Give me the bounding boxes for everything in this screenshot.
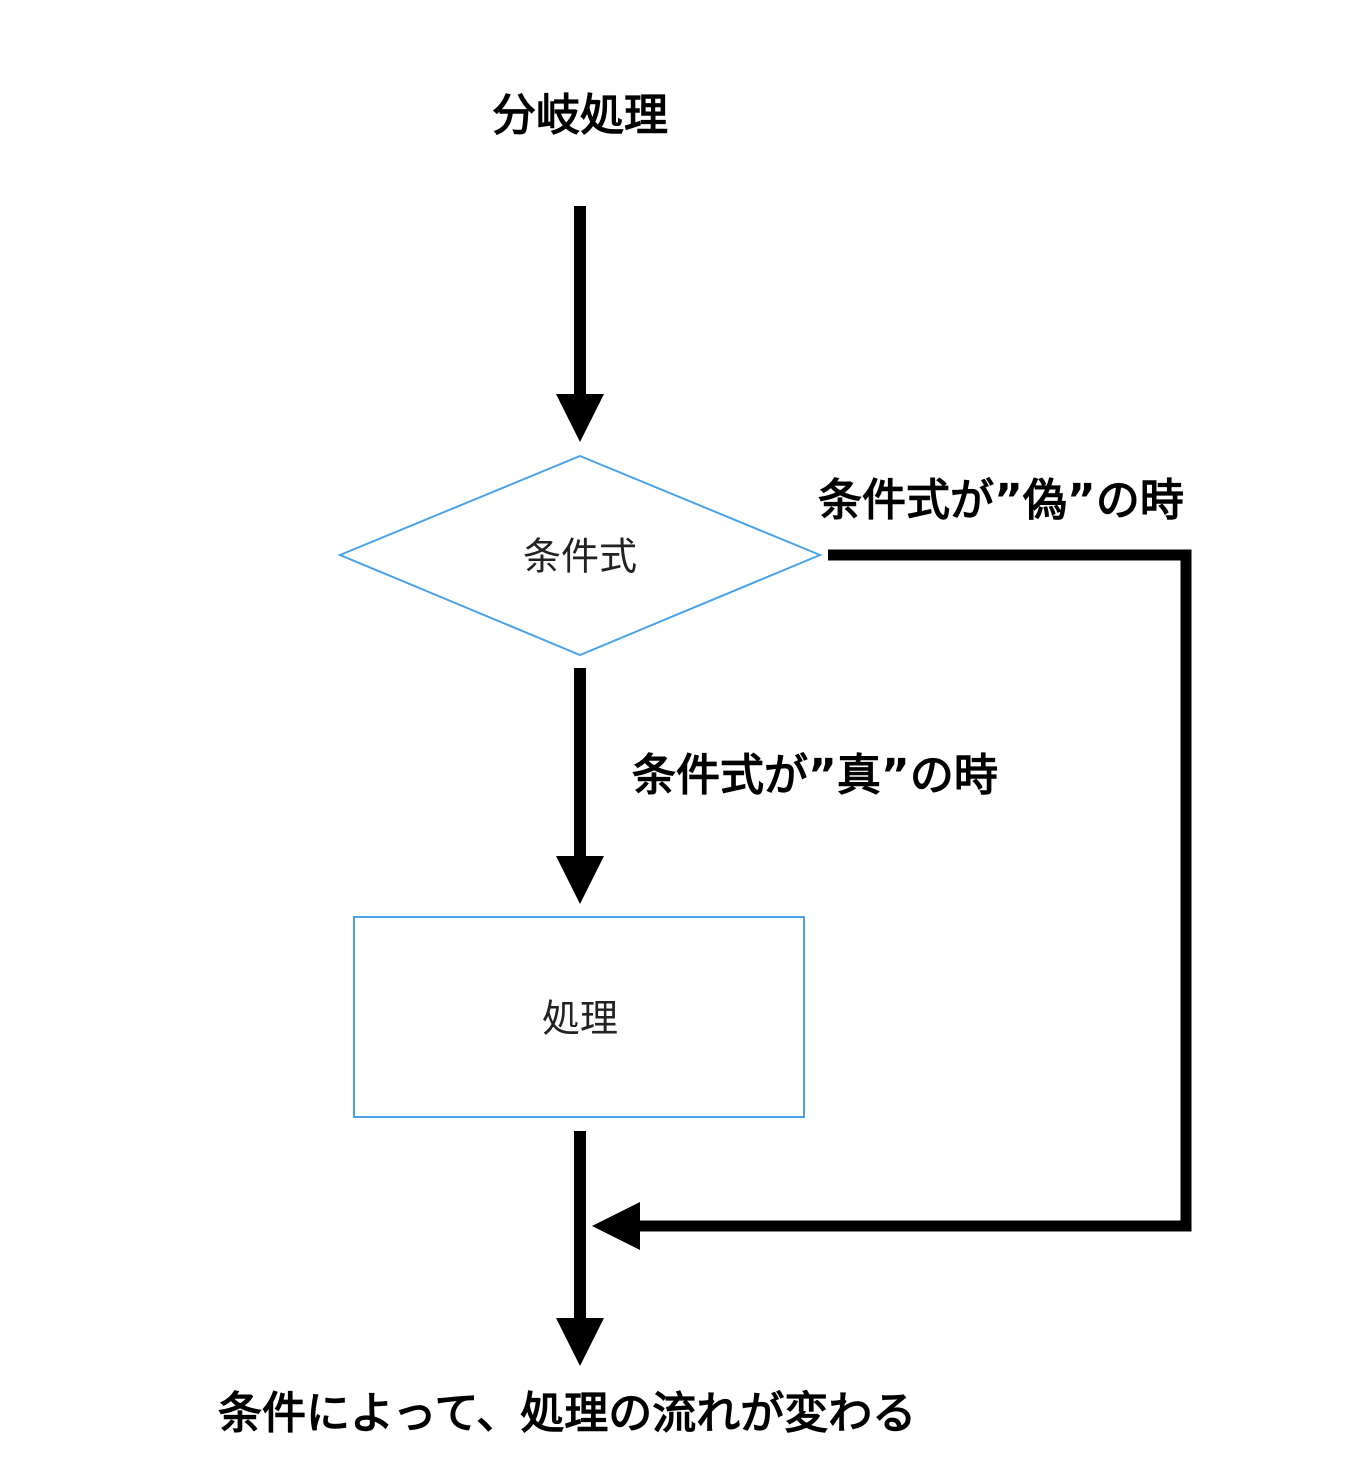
- decision-diamond: [337, 454, 823, 657]
- footer-caption: 条件によって、処理の流れが変わる: [218, 1388, 916, 1439]
- false-branch-line: [630, 549, 1192, 1232]
- arrow-process-to-end: [556, 1131, 604, 1366]
- arrow-head-down: [556, 394, 604, 442]
- false-branch-connector: [592, 549, 1192, 1250]
- true-branch-label: 条件式が”真”の時: [632, 750, 998, 801]
- false-branch-label: 条件式が”偽”の時: [818, 475, 1184, 526]
- arrow-head-down: [556, 1318, 604, 1366]
- arrow-start-to-decision: [556, 206, 604, 442]
- arrow-head-down: [556, 856, 604, 904]
- process-node: 処理: [353, 916, 805, 1118]
- arrow-decision-to-process: [556, 668, 604, 904]
- process-box: [353, 916, 805, 1118]
- title: 分岐処理: [492, 90, 668, 141]
- arrow-head-left: [592, 1202, 640, 1250]
- process-label: 処理: [542, 997, 618, 1041]
- decision-label: 条件式: [523, 535, 637, 579]
- decision-node: 条件式: [337, 454, 823, 657]
